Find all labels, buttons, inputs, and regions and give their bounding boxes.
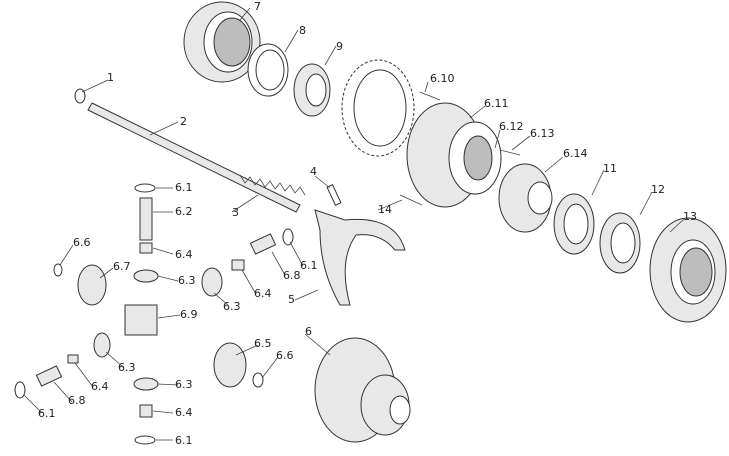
part-2-shaft — [87, 102, 301, 213]
label-6-1-top: 6.1 — [175, 181, 193, 194]
part-6-10-pin — [419, 91, 441, 101]
label-6-1-bottom: 6.1 — [175, 434, 193, 447]
ring-gear — [341, 59, 415, 157]
label-6-10: 6.10 — [430, 72, 455, 85]
label-6-3-bottom: 6.3 — [175, 378, 193, 391]
part-9-bearing — [293, 63, 331, 117]
label-6-11: 6.11 — [484, 97, 509, 110]
part-6-11-case-half — [406, 102, 502, 208]
label-6-6-left: 6.6 — [73, 236, 91, 249]
label-8: 8 — [299, 24, 306, 37]
part-8-gasket — [247, 43, 289, 97]
part-1-o-ring — [74, 88, 86, 104]
label-6-14: 6.14 — [563, 147, 588, 160]
spider-gear-set — [14, 183, 294, 445]
part-6-13-bolt — [499, 149, 521, 156]
label-12: 12 — [651, 183, 665, 196]
part-3-spring — [239, 174, 306, 196]
label-6-1-left: 6.1 — [38, 407, 56, 420]
label-6-8-left: 6.8 — [68, 394, 86, 407]
part-7-bearing-housing — [183, 1, 261, 83]
label-6-13: 6.13 — [530, 127, 555, 140]
label-6-2: 6.2 — [175, 205, 193, 218]
label-3: 3 — [232, 206, 239, 219]
label-6: 6 — [305, 325, 312, 338]
label-6-4-right: 6.4 — [254, 287, 272, 300]
label-2: 2 — [180, 115, 187, 128]
part-14-bolt — [399, 194, 423, 206]
label-6-4-bottom: 6.4 — [175, 406, 193, 419]
label-5: 5 — [288, 293, 295, 306]
label-6-4-top: 6.4 — [175, 248, 193, 261]
part-6-14-flange — [498, 163, 553, 233]
label-6-7: 6.7 — [113, 260, 131, 273]
label-1: 1 — [107, 71, 114, 84]
part-13-bearing-housing — [649, 217, 727, 323]
label-6-8-right: 6.8 — [283, 269, 301, 282]
label-9: 9 — [336, 40, 343, 53]
leader-lines — [23, 7, 685, 441]
label-13: 13 — [683, 210, 697, 223]
label-6-12: 6.12 — [499, 120, 524, 133]
label-6-4-left: 6.4 — [91, 380, 109, 393]
label-6-1-right: 6.1 — [300, 259, 318, 272]
part-5-shift-fork — [314, 209, 406, 306]
label-6-6-right: 6.6 — [276, 349, 294, 362]
label-7: 7 — [254, 0, 261, 13]
label-6-3-top: 6.3 — [178, 274, 196, 287]
part-11-seal — [553, 193, 595, 255]
label-4: 4 — [310, 165, 317, 178]
label-6-9: 6.9 — [180, 308, 198, 321]
part-4-key — [326, 184, 342, 206]
label-11: 11 — [603, 162, 617, 175]
label-14: 14 — [378, 203, 392, 216]
part-12-bearing — [599, 212, 641, 274]
part-6-differential-assembly — [314, 337, 411, 443]
label-6-5: 6.5 — [254, 337, 272, 350]
label-6-3-right: 6.3 — [223, 300, 241, 313]
label-6-3-left: 6.3 — [118, 361, 136, 374]
